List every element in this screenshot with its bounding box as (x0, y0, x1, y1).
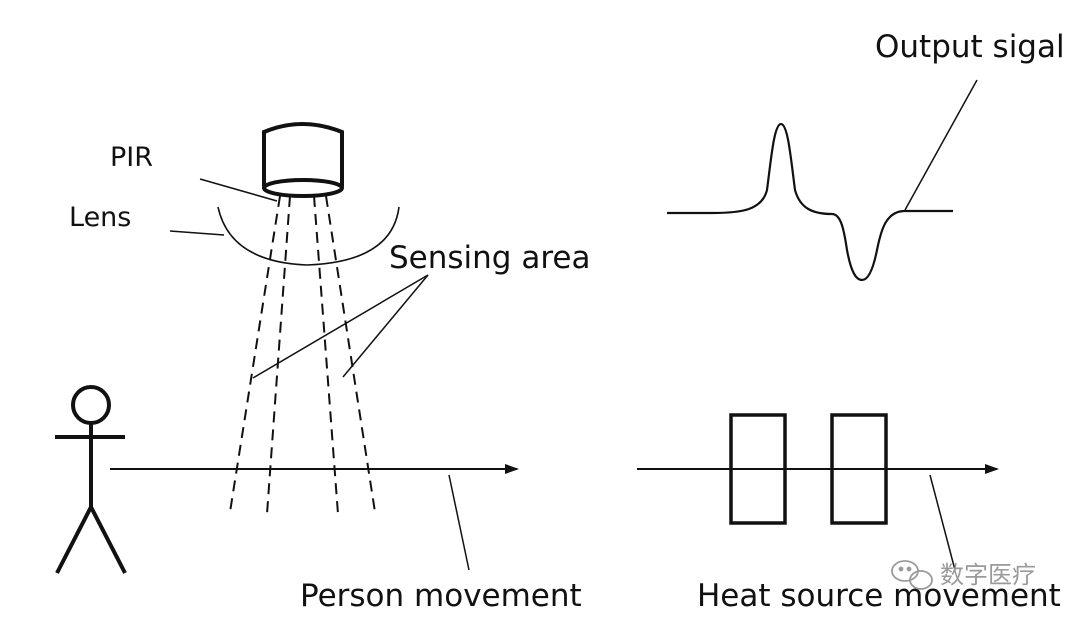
person-movement-leader (448, 474, 470, 571)
sensing-beam-1 (229, 195, 281, 513)
wechat-icon (891, 560, 933, 590)
lens-arc (217, 206, 400, 266)
heat-source-leader (929, 474, 956, 571)
person-leg-left (55, 506, 93, 574)
output-signal-leader (904, 79, 978, 211)
heat-source-movement-label: Heat source movement (697, 578, 1061, 614)
pir-sensor (262, 122, 344, 198)
pir-label: PIR (110, 142, 153, 173)
output-signal-waveform (667, 122, 953, 282)
heat-source-rect-2 (830, 413, 888, 525)
sensing-beam-3 (313, 195, 339, 515)
output-signal-label: Output sigal (875, 29, 1065, 65)
person-leg-right (89, 506, 127, 574)
leader-lines (169, 79, 978, 571)
sensing-area-leader-1 (252, 274, 429, 379)
person-head (71, 385, 111, 425)
sensing-beam-4 (325, 195, 376, 513)
watermark: 数字医疗 (891, 560, 1036, 590)
watermark-text: 数字医疗 (940, 561, 1036, 589)
sensing-beams (229, 195, 376, 515)
person-figure (55, 385, 127, 574)
sensing-area-leader-2 (342, 274, 429, 378)
sensing-area-label: Sensing area (389, 240, 590, 276)
person-movement-label: Person movement (300, 578, 582, 614)
lens-label: Lens (69, 202, 131, 233)
pir-leader (199, 178, 278, 202)
sensing-beam-2 (266, 195, 291, 515)
heat-source-rect-1 (729, 413, 787, 525)
lens-leader (169, 230, 225, 236)
